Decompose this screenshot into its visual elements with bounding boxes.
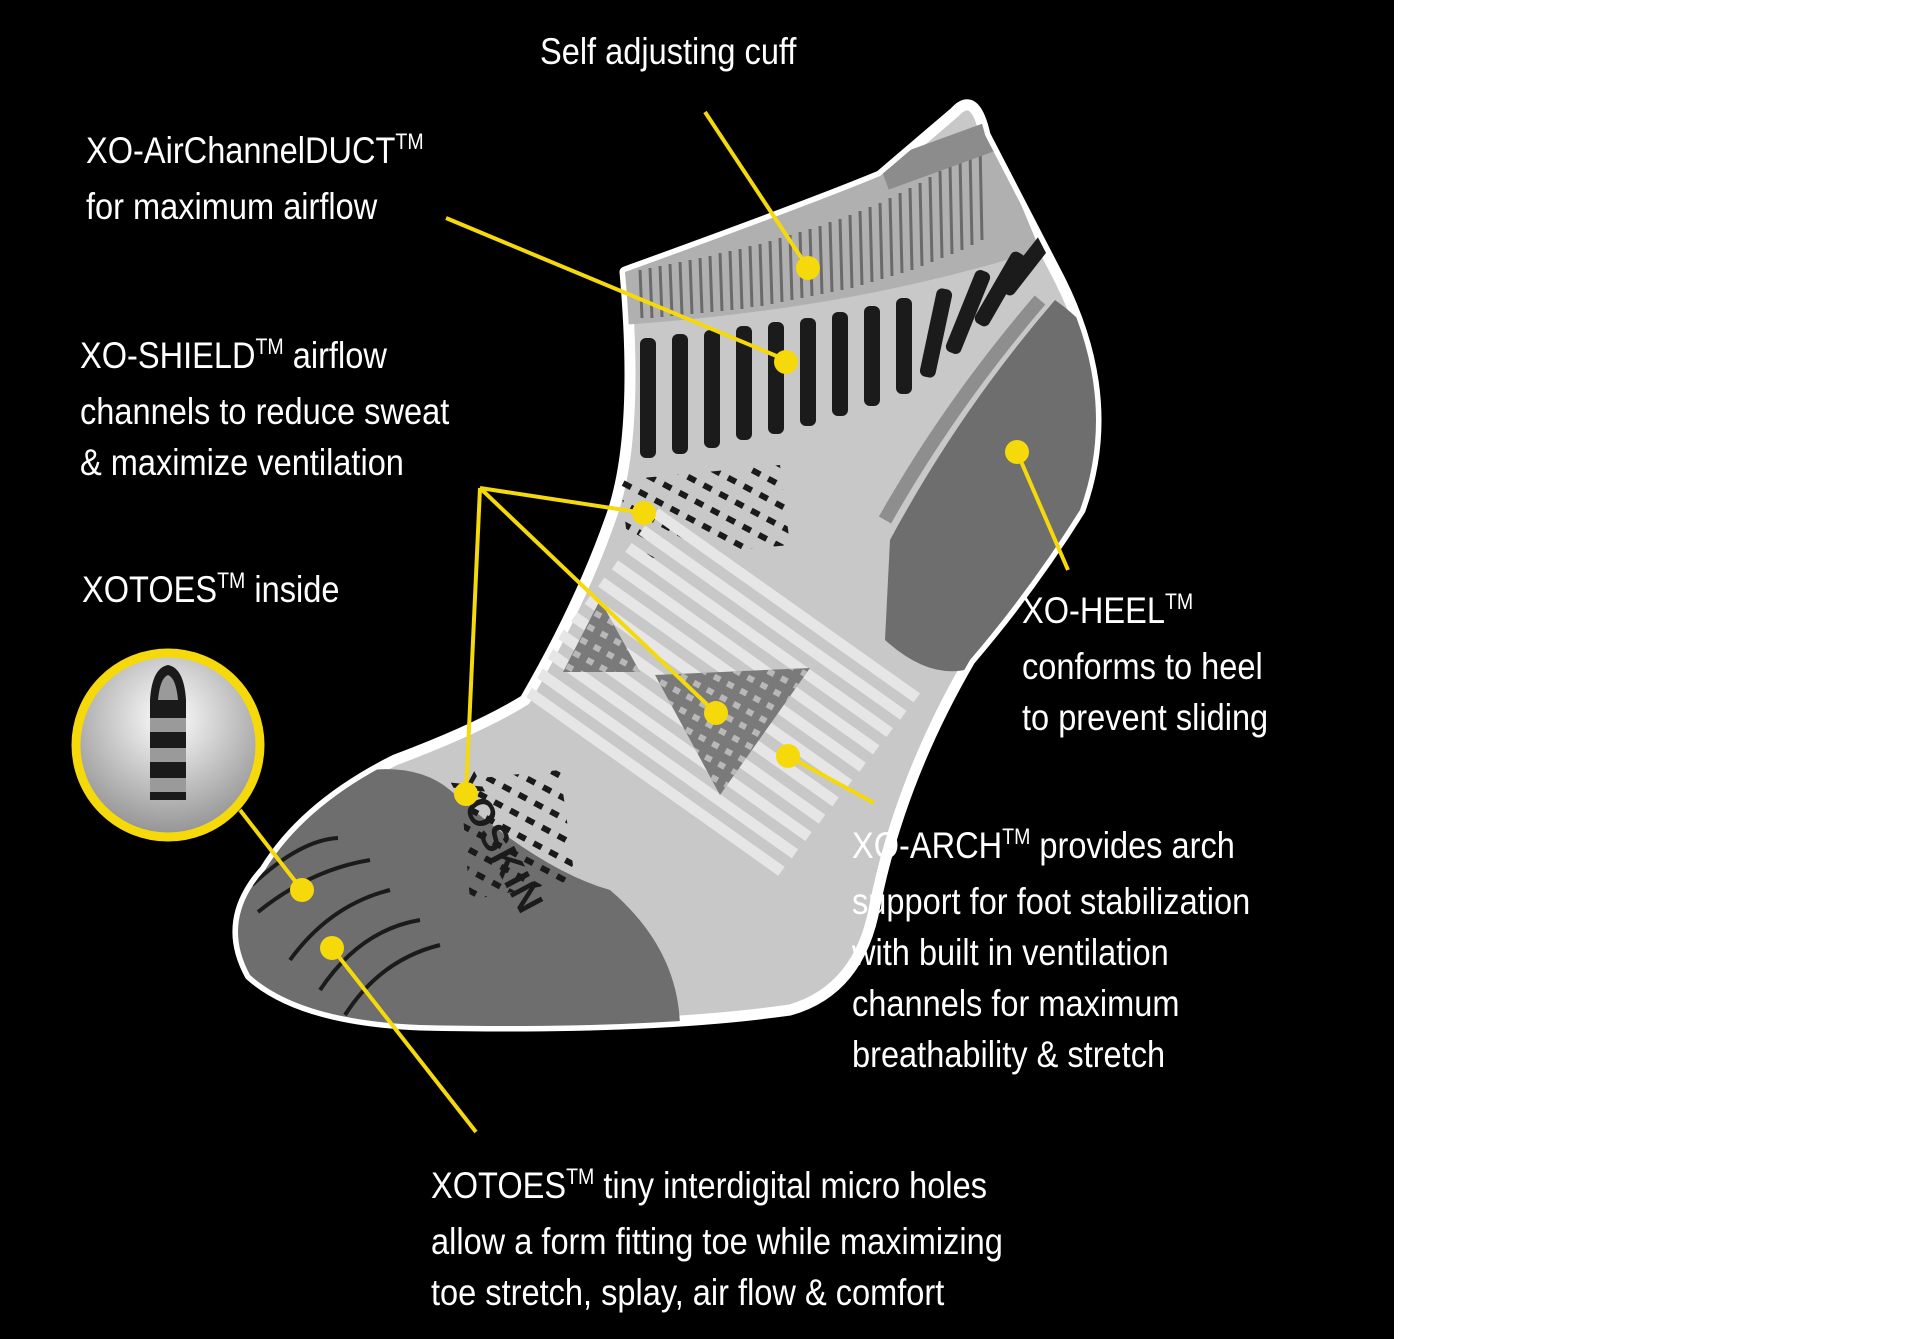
airchannel-bars (640, 230, 1056, 458)
dot-toes (320, 936, 344, 960)
label-heel: XO-HEELTM conforms to heel to prevent sl… (1022, 589, 1269, 738)
label-toes: XOTOESTM tiny interdigital micro holes a… (431, 1164, 1003, 1313)
shield-dots-lower (460, 770, 575, 900)
shield-dots-upper (620, 465, 790, 560)
callout-inset-line (238, 808, 304, 892)
dot-arch (776, 744, 800, 768)
callout-shield-line-c (464, 487, 482, 795)
sock-diagram: XOSKIN (71, 99, 1102, 1134)
callout-shield-line-b (478, 486, 718, 715)
dot-shield-mid (704, 701, 728, 725)
dot-inset (290, 878, 314, 902)
label-airchannel: XO-AirChannelDUCTTM for maximum airflow (86, 129, 424, 227)
arch-triangle-large-dots (655, 668, 810, 795)
dot-shield-lower (454, 782, 478, 806)
callout-airchannel-line (445, 216, 787, 362)
label-arch: XO-ARCHTM provides arch support for foot… (852, 824, 1251, 1075)
cuff-ribs (638, 144, 984, 319)
dot-cuff (796, 256, 820, 280)
label-shield: XO-SHIELDTM airflow channels to reduce s… (80, 334, 450, 483)
xotoes-inset (71, 648, 265, 842)
dot-shield-upper (632, 501, 656, 525)
callout-cuff-line (703, 110, 810, 270)
arch-triangle-small-dots (563, 600, 640, 672)
arch-stripes (516, 508, 921, 876)
callout-heel-line (1015, 451, 1070, 571)
label-xotoes-inside: XOTOESTM inside (82, 568, 340, 610)
dot-heel (1005, 440, 1029, 464)
callout-dots (290, 256, 1029, 960)
diagram-panel: XOSKIN Self adjusting cuff XO-AirChannel… (0, 0, 1394, 1339)
callout-arch-line (787, 754, 875, 805)
cuff-rib-band (610, 130, 1040, 325)
toe-lines (250, 836, 441, 1017)
dot-airchannel (774, 350, 798, 374)
heel-panel (885, 300, 1096, 672)
callout-shield-line-a (479, 486, 645, 515)
callout-toes-line (330, 946, 478, 1134)
label-cuff: Self adjusting cuff (540, 31, 797, 72)
toe-panel (238, 769, 680, 1026)
callout-lines (238, 110, 1070, 1134)
